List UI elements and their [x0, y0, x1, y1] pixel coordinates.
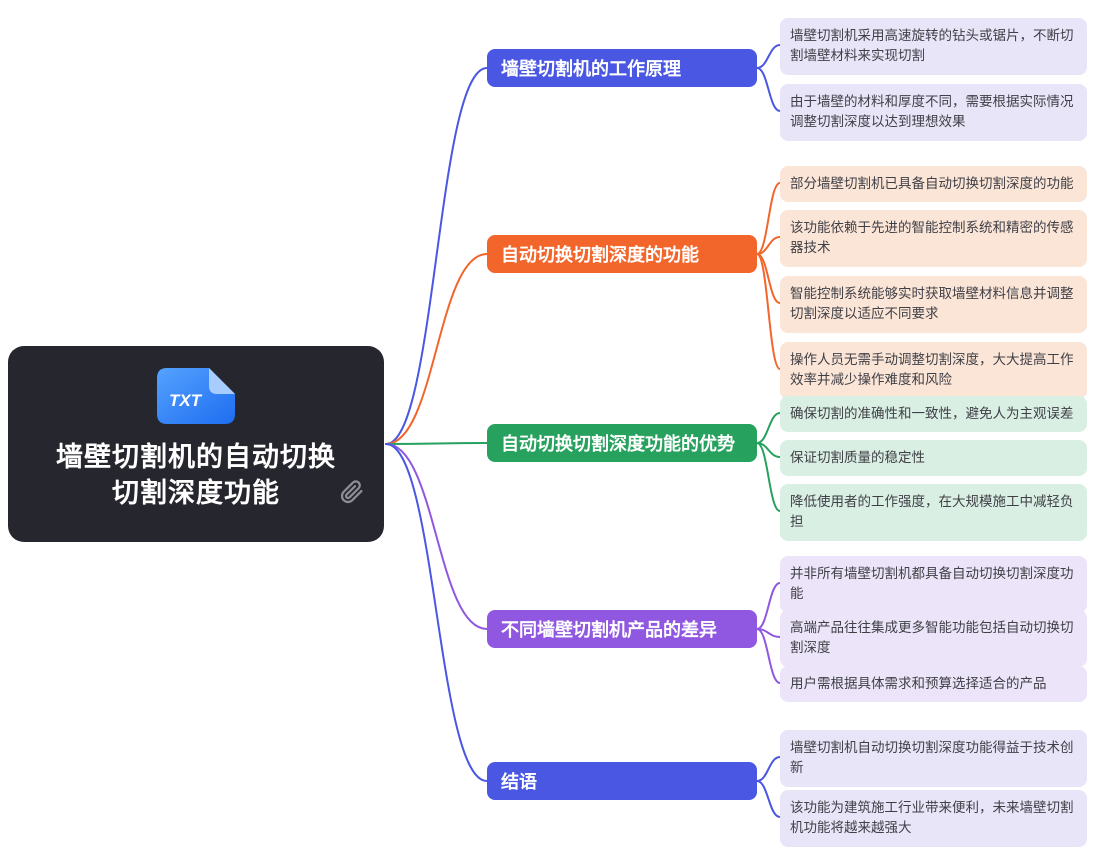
- connector: [385, 253, 488, 445]
- connector: [756, 442, 781, 512]
- branch-node-conclusion[interactable]: 结语: [487, 762, 757, 800]
- attachment-paperclip-icon[interactable]: [340, 480, 364, 504]
- leaf-node[interactable]: 部分墙壁切割机已具备自动切换切割深度的功能: [780, 166, 1087, 203]
- connector: [756, 253, 781, 370]
- branch-node-auto-switch-function[interactable]: 自动切换切割深度的功能: [487, 235, 757, 273]
- leaf-node[interactable]: 保证切割质量的稳定性: [780, 440, 1087, 477]
- connector: [756, 412, 781, 444]
- txt-file-icon: TXT: [157, 368, 235, 424]
- connector: [385, 443, 488, 630]
- branch-node-advantages[interactable]: 自动切换切割深度功能的优势: [487, 424, 757, 462]
- connector: [756, 756, 781, 782]
- connector: [756, 628, 781, 684]
- branch-node-product-differences[interactable]: 不同墙壁切割机产品的差异: [487, 610, 757, 648]
- leaf-node[interactable]: 墙壁切割机自动切换切割深度功能得益于技术创新: [780, 730, 1087, 787]
- connector: [756, 236, 781, 255]
- leaf-node[interactable]: 墙壁切割机采用高速旋转的钻头或锯片，不断切割墙壁材料来实现切割: [780, 18, 1087, 75]
- central-topic-title: 墙壁切割机的自动切换 切割深度功能: [8, 440, 384, 512]
- connector: [756, 44, 781, 69]
- connector: [756, 182, 781, 255]
- leaf-node[interactable]: 该功能为建筑施工行业带来便利，未来墙壁切割机功能将越来越强大: [780, 790, 1087, 847]
- leaf-node[interactable]: 并非所有墙壁切割机都具备自动切换切割深度功能: [780, 556, 1087, 613]
- branch-node-working-principle[interactable]: 墙壁切割机的工作原理: [487, 49, 757, 87]
- leaf-node[interactable]: 用户需根据具体需求和预算选择适合的产品: [780, 666, 1087, 703]
- connector: [756, 780, 781, 818]
- connector: [756, 442, 781, 458]
- central-topic-node[interactable]: TXT 墙壁切割机的自动切换 切割深度功能: [8, 346, 384, 542]
- leaf-node[interactable]: 该功能依赖于先进的智能控制系统和精密的传感器技术: [780, 210, 1087, 267]
- leaf-node[interactable]: 智能控制系统能够实时获取墙壁材料信息并调整切割深度以适应不同要求: [780, 276, 1087, 333]
- leaf-node[interactable]: 高端产品往往集成更多智能功能包括自动切换切割深度: [780, 610, 1087, 667]
- leaf-node[interactable]: 确保切割的准确性和一致性，避免人为主观误差: [780, 396, 1087, 433]
- leaf-node[interactable]: 降低使用者的工作强度，在大规模施工中减轻负担: [780, 484, 1087, 541]
- central-title-line2: 切割深度功能: [112, 477, 280, 508]
- connector: [385, 443, 488, 782]
- central-title-line1: 墙壁切割机的自动切换: [56, 442, 336, 472]
- connector: [756, 67, 781, 112]
- txt-badge-text: TXT: [169, 391, 203, 410]
- connector: [385, 67, 488, 445]
- connector: [756, 628, 781, 638]
- connector: [756, 253, 781, 304]
- leaf-node[interactable]: 操作人员无需手动调整切割深度，大大提高工作效率并减少操作难度和风险: [780, 342, 1087, 399]
- connector: [385, 442, 488, 445]
- connector: [756, 582, 781, 630]
- leaf-node[interactable]: 由于墙壁的材料和厚度不同，需要根据实际情况调整切割深度以达到理想效果: [780, 84, 1087, 141]
